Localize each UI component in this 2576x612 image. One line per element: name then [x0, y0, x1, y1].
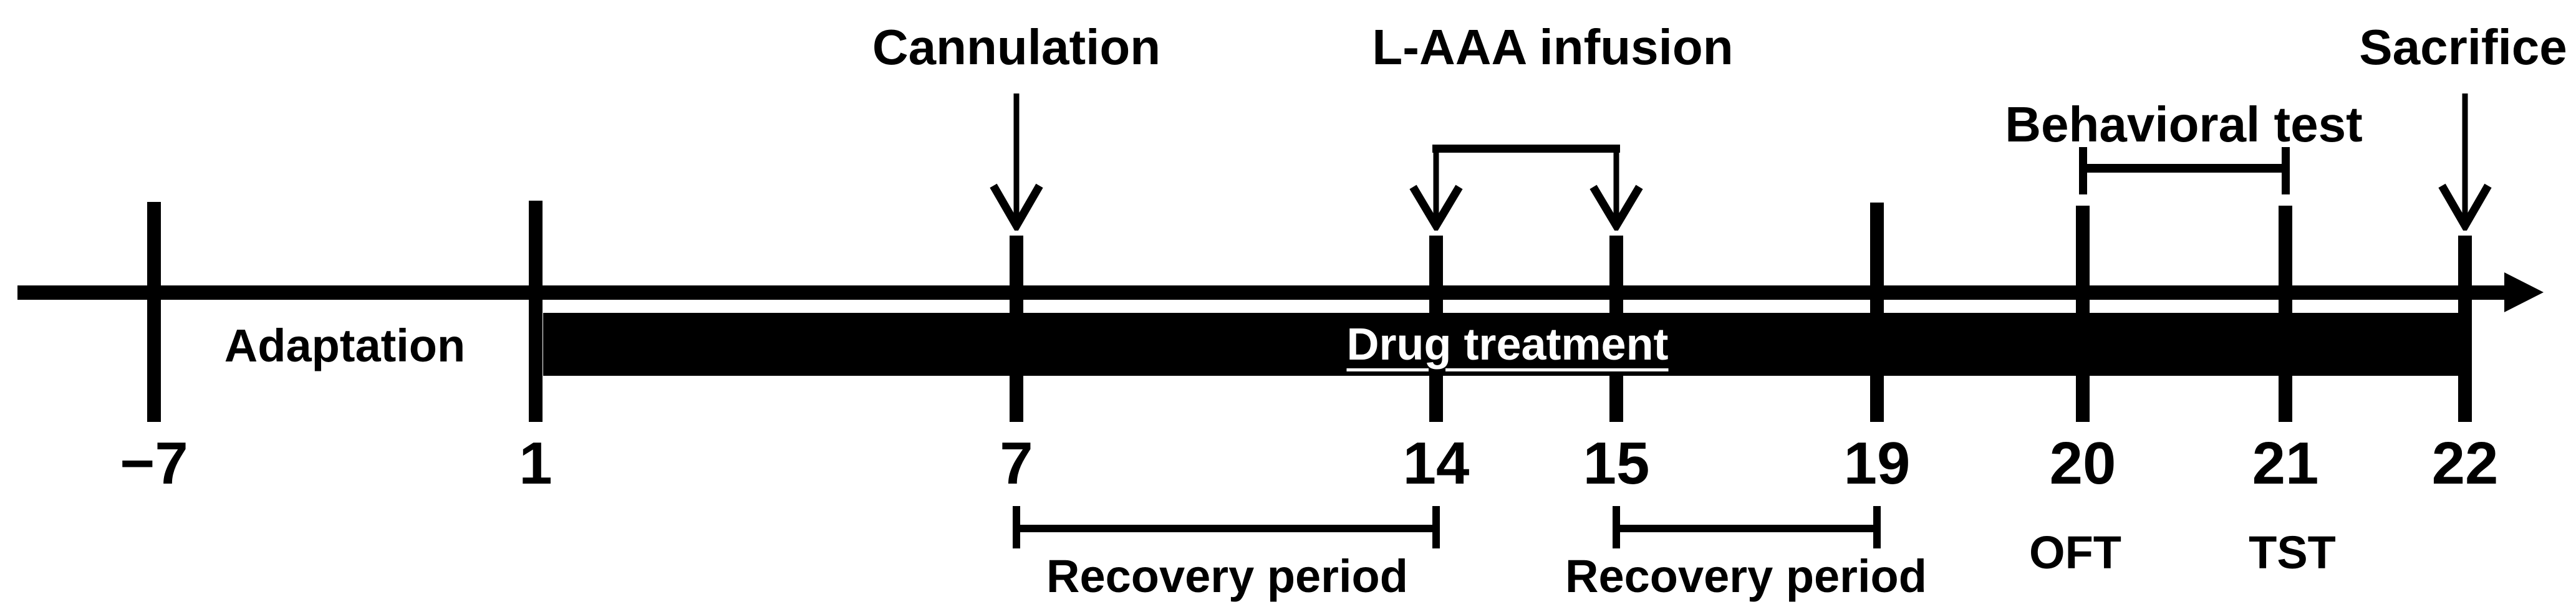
day-number-21: 21: [2252, 430, 2319, 497]
cannulation-down-arrow-icon: [990, 93, 1043, 231]
day-number-−7: −7: [120, 430, 188, 497]
sacrifice-down-arrow-icon: [2438, 93, 2492, 231]
timeline-axis: [17, 285, 2508, 300]
day-number-1: 1: [519, 430, 552, 497]
oft-label: OFT: [2029, 527, 2121, 578]
day-number-14: 14: [1402, 430, 1470, 497]
timeline-arrowhead-icon: [2504, 272, 2544, 312]
day-number-20: 20: [2049, 430, 2116, 497]
day-number-7: 7: [1000, 430, 1033, 497]
drug-treatment-label: Drug treatment: [1346, 319, 1669, 370]
sacrifice-label: Sacrifice: [2359, 19, 2567, 75]
day-number-19: 19: [1843, 430, 1911, 497]
behavioral-test-bracket-left-cap: [2079, 147, 2087, 194]
behavioral-test-bracket-bar: [2083, 164, 2285, 173]
behavioral-test-label: Behavioral test: [2005, 97, 2363, 152]
tick-day-1: [529, 201, 543, 422]
recovery1-bracket-left-cap: [1013, 506, 1020, 548]
recovery1-bracket-right-cap: [1432, 506, 1440, 548]
day-number-15: 15: [1583, 430, 1650, 497]
day-number-22: 22: [2431, 430, 2499, 497]
recovery2-label: Recovery period: [1565, 550, 1927, 602]
recovery2-bracket-bar: [1616, 525, 1877, 532]
laaa-down-arrow-day15-icon: [1589, 152, 1643, 231]
recovery1-label: Recovery period: [1046, 550, 1408, 602]
behavioral-test-bracket-right-cap: [2282, 147, 2290, 194]
recovery2-bracket-left-cap: [1613, 506, 1620, 548]
drug-treatment-bar: Drug treatment: [543, 313, 2472, 376]
laaa-bracket-bar: [1432, 145, 1620, 153]
adaptation-label: Adaptation: [224, 320, 466, 371]
recovery2-bracket-right-cap: [1873, 506, 1881, 548]
laaa-infusion-label: L-AAA infusion: [1372, 19, 1734, 75]
laaa-down-arrow-day14-icon: [1409, 152, 1463, 231]
cannulation-label: Cannulation: [872, 19, 1161, 75]
tick-day-−7: [147, 202, 161, 422]
tick-day-19: [1870, 203, 1884, 422]
recovery1-bracket-bar: [1016, 525, 1436, 532]
tst-label: TST: [2249, 527, 2336, 578]
